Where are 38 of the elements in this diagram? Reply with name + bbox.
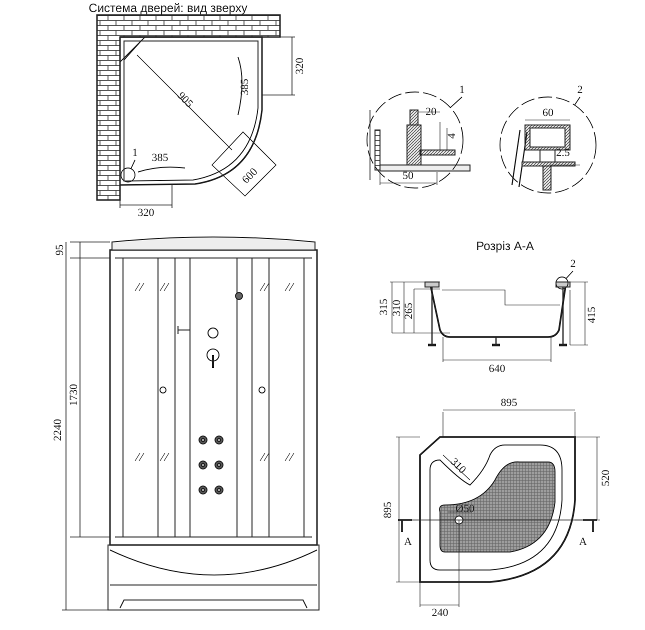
section-mark-label: А: [579, 536, 587, 548]
dimension-label: 310: [448, 456, 468, 476]
dimension-label: 20: [426, 106, 436, 118]
detail-circle: [500, 96, 596, 194]
dimension-label: 600: [240, 166, 260, 186]
dimension-label: 895: [382, 502, 394, 518]
dimension-label: 320: [294, 58, 306, 74]
dimension-label: 310: [391, 300, 403, 316]
dimension-label: 2240: [52, 419, 64, 441]
callout-number: 1: [132, 147, 138, 159]
leader-line: [130, 160, 136, 170]
callout-number: 2: [570, 258, 576, 270]
dimension-label: 320: [138, 207, 154, 219]
dimension-label: 60: [542, 107, 554, 119]
dimension-label: Ø50: [456, 503, 474, 515]
dimension-label: 520: [600, 470, 612, 486]
detail-marker-circle: [556, 276, 568, 290]
callout-number: 2: [577, 84, 583, 96]
dimension-label: 385: [152, 152, 168, 164]
dimension-label: 415: [586, 306, 598, 324]
leader-line: [574, 96, 580, 106]
dimension-label: 315: [378, 298, 390, 316]
section-title: Розріз А-А: [476, 240, 534, 252]
dimension-label: 895: [500, 397, 518, 409]
view-title: Система дверей: вид зверху: [88, 2, 248, 14]
leader-line: [450, 96, 462, 108]
dimension-label: 640: [488, 363, 506, 375]
dimension-label: 1730: [68, 384, 80, 406]
dimension-label: 50: [402, 170, 414, 182]
dimension-label: 95: [54, 244, 66, 256]
detail-circle: [366, 92, 464, 188]
dimension-label: 265: [403, 302, 415, 320]
dimension-label: 240: [432, 607, 448, 619]
detail-marker-circle: [120, 168, 136, 182]
section-mark-label: А: [404, 536, 412, 548]
leader-line: [566, 270, 574, 280]
callout-number: 1: [459, 84, 465, 96]
dimension-label: 4: [446, 133, 458, 139]
